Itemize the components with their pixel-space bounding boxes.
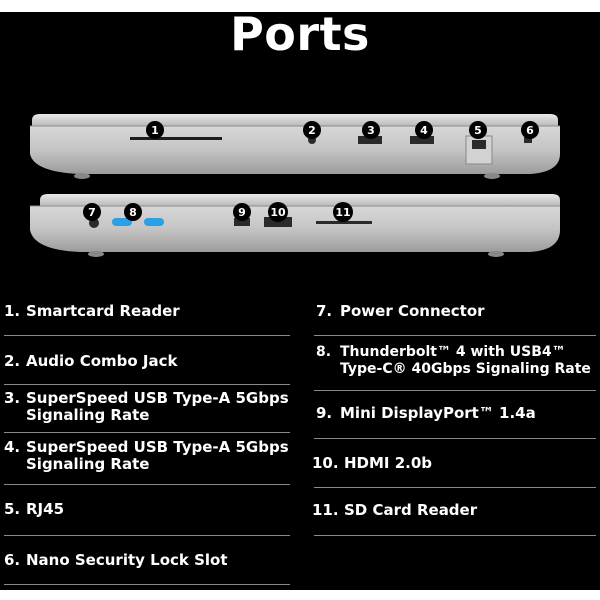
spec-item: 4.SuperSpeed USB Type-A 5Gbps Signaling … [4,438,289,473]
spec-item: 2.Audio Combo Jack [4,351,178,370]
svg-text:6: 6 [526,124,534,137]
badge-2: 2 [303,121,321,139]
divider [4,535,290,536]
thunderbolt-port [144,218,164,226]
spec-item: 9.Mini DisplayPort™ 1.4a [316,403,536,422]
divider [4,432,290,433]
svg-text:5: 5 [474,124,482,137]
badge-1: 1 [146,121,164,139]
lock-slot [524,137,532,143]
ports-panel: Ports [0,7,600,590]
usb-a-port [410,136,434,144]
divider [4,384,290,385]
usb-a-port [358,136,382,144]
spec-item: 5.RJ45 [4,499,65,518]
badge-3: 3 [362,121,380,139]
divider [314,535,596,536]
svg-text:7: 7 [88,206,96,219]
smartcard-slot [130,137,222,140]
badge-7: 7 [83,203,101,221]
svg-text:2: 2 [308,124,316,137]
page-title: Ports [230,7,370,61]
spec-item: 10.HDMI 2.0b [312,453,433,472]
spec-item: 8.Thunderbolt™ 4 with USB4™ Type-C® 40Gb… [316,344,591,377]
laptop-left-side [30,194,560,257]
svg-text:10: 10 [270,206,286,219]
badge-8: 8 [124,203,142,221]
svg-text:8: 8 [129,206,137,219]
svg-text:4: 4 [420,124,428,137]
laptop-side-views: 1 2 3 4 5 6 7 8 9 10 11 [30,114,560,257]
svg-text:9: 9 [238,206,246,219]
spec-item: 1.Smartcard Reader [4,301,180,320]
divider [4,484,290,485]
divider [4,335,290,336]
thunderbolt-port [112,218,132,226]
number-badges: 1 2 3 4 5 6 7 8 9 10 11 [83,121,539,222]
divider [314,487,596,488]
svg-text:11: 11 [335,206,350,219]
spec-item: 7.Power Connector [316,301,485,320]
mini-displayport [234,218,250,226]
divider [4,584,290,585]
badge-4: 4 [415,121,433,139]
svg-text:3: 3 [367,124,375,137]
badge-5: 5 [469,121,487,139]
spec-item: 3.SuperSpeed USB Type-A 5Gbps Signaling … [4,389,289,424]
divider [314,438,596,439]
badge-11: 11 [333,202,353,222]
svg-text:1: 1 [151,124,159,137]
sd-card-slot [316,221,372,224]
divider [314,335,596,336]
badge-10: 10 [268,202,288,222]
badge-6: 6 [521,121,539,139]
badge-9: 9 [233,203,251,221]
spec-item: 11.SD Card Reader [312,500,478,519]
divider [314,390,596,391]
spec-item: 6.Nano Security Lock Slot [4,550,228,569]
